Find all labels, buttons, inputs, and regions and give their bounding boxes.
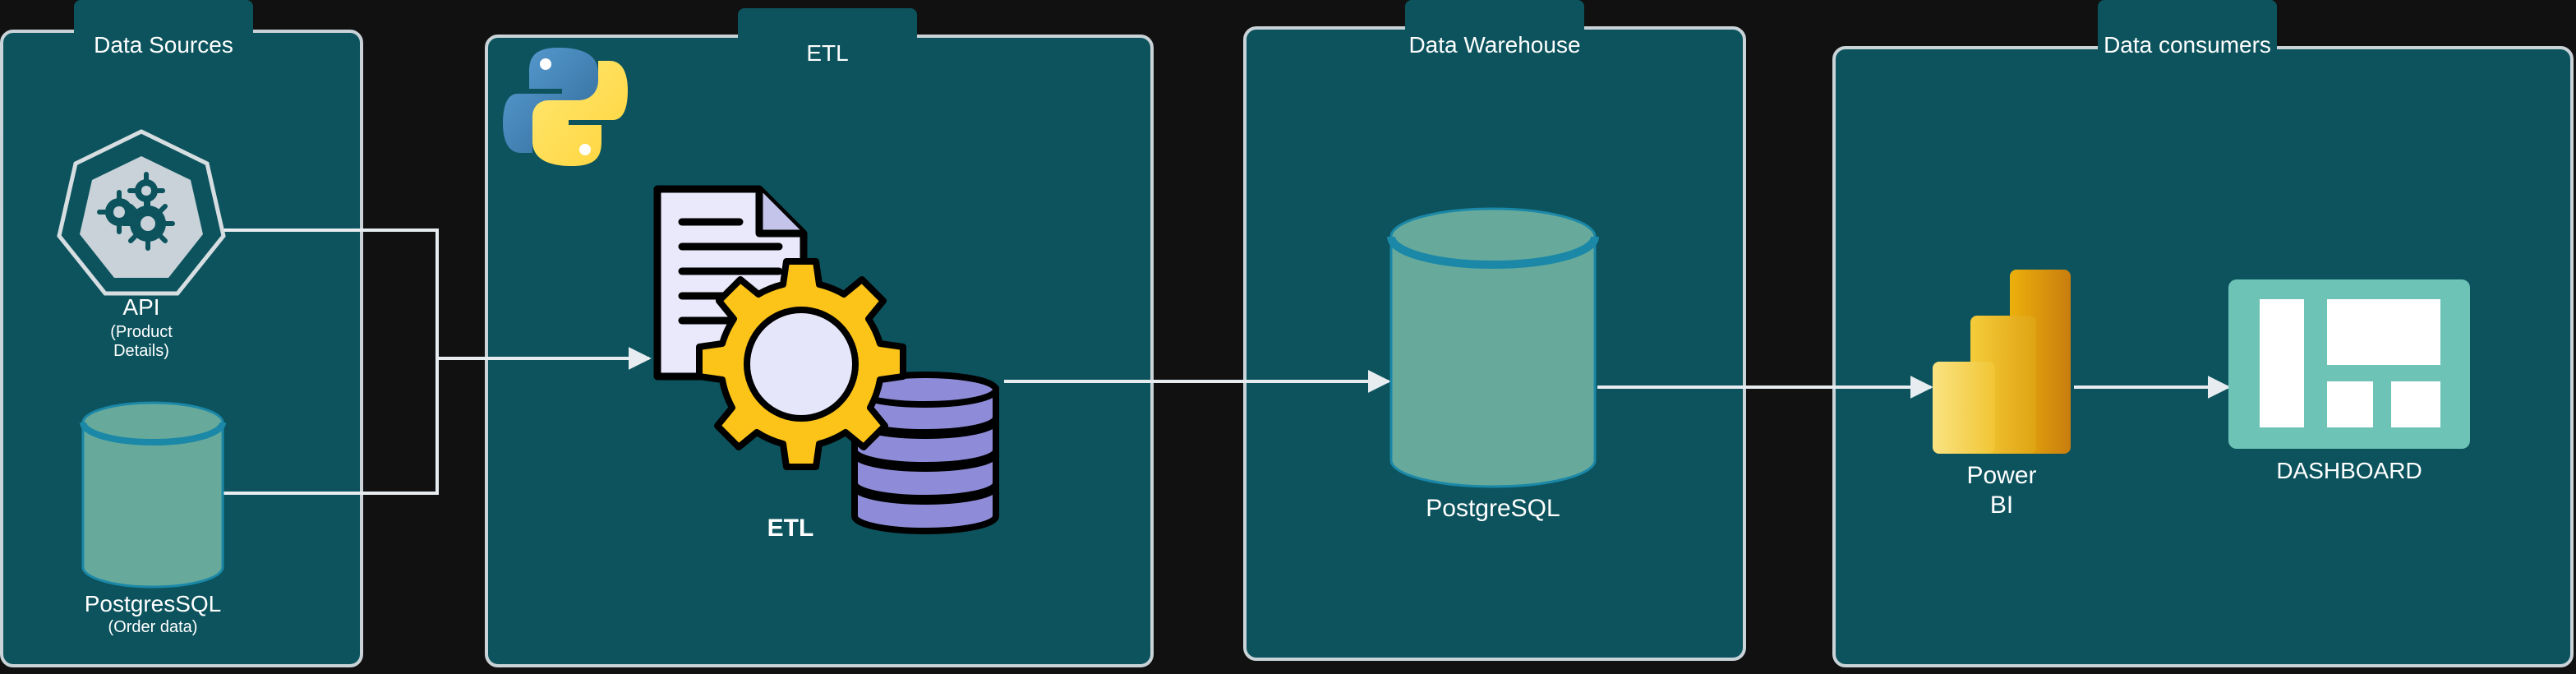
warehouse-db-label: PostgreSQL [1426, 495, 1560, 522]
source-db-sublabel: (Order data) [108, 618, 198, 636]
api-sublabel-line2: Details) [113, 342, 169, 360]
panel-tab [738, 8, 917, 56]
panel-tab [1405, 0, 1584, 48]
node-dashboard: DASHBOARD [2228, 279, 2470, 483]
api-label: API [122, 294, 159, 320]
api-sublabel-line1: (Product [110, 323, 173, 341]
panel-data-consumers: Data consumers [1832, 0, 2574, 667]
etl-document-gear-database-icon [653, 185, 999, 534]
database-cylinder-icon [1387, 207, 1599, 488]
node-warehouse-postgres: PostgreSQL [1387, 207, 1599, 522]
python-logo-icon [503, 48, 628, 166]
source-db-label: PostgresSQL [85, 591, 222, 616]
panel-title: Data Warehouse [1408, 32, 1580, 58]
dashboard-icon [2228, 279, 2470, 449]
panel-title: Data Sources [94, 32, 233, 58]
node-power-bi: Power BI [1933, 270, 2071, 519]
kubernetes-api-icon [57, 129, 226, 296]
node-source-postgres: PostgresSQL (Order data) [80, 401, 226, 636]
panel-title: Data consumers [2104, 32, 2271, 58]
connectors [219, 229, 2231, 495]
connector-api-to-etl [219, 229, 439, 358]
panel-tab [2098, 0, 2277, 62]
dashboard-label: DASHBOARD [2276, 458, 2422, 483]
node-api: API (Product Details) [57, 129, 226, 360]
database-cylinder-icon [80, 401, 226, 589]
panel-tab [74, 0, 253, 51]
powerbi-label-line1: Power [1966, 462, 2036, 489]
power-bi-icon [1933, 270, 2071, 454]
node-etl-process: ETL [653, 185, 999, 542]
powerbi-label-line2: BI [1990, 492, 2013, 519]
connector-db-to-etl [223, 358, 439, 495]
panel-title: ETL [806, 40, 848, 66]
etl-label: ETL [767, 515, 814, 542]
